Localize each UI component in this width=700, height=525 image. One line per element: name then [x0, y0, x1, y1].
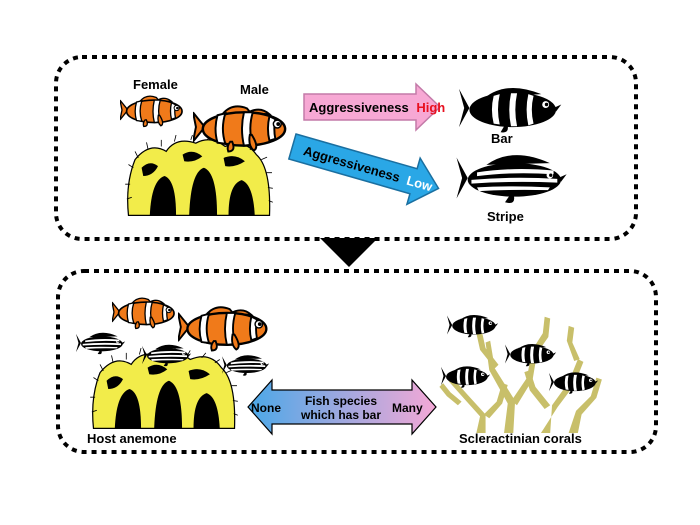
host-anemone-label: Host anemone: [87, 431, 177, 446]
clownfish-icon: [112, 297, 175, 330]
bar-fish-icon: [441, 366, 491, 388]
male-label: Male: [240, 82, 269, 97]
stripe-fish-icon: [222, 355, 270, 376]
down-triangle-icon: [320, 238, 378, 267]
clownfish-icon: [120, 95, 183, 128]
bar-label: Bar: [491, 131, 513, 146]
gradient-right-text: Many: [392, 401, 423, 415]
female-label: Female: [133, 77, 178, 92]
bar-fish-icon: [447, 314, 499, 338]
arrow-high-level: High: [416, 100, 445, 115]
clownfish-icon: [178, 306, 268, 352]
aggressiveness-low-arrow: Aggressiveness Low: [287, 133, 440, 206]
gradient-center-line1: Fish species: [305, 394, 377, 408]
arrow-high-prefix: Aggressiveness: [309, 100, 409, 115]
svg-text:Aggressiveness High: Aggressiveness High: [309, 100, 445, 115]
aggressiveness-high-arrow: Aggressiveness High: [303, 82, 445, 132]
bar-fish-icon: [505, 343, 557, 367]
stripe-fish-icon: [456, 155, 567, 204]
bottom-panel-border: [56, 269, 658, 454]
stripe-label: Stripe: [487, 209, 524, 224]
arrow-low-level: Low: [405, 173, 435, 195]
gradient-center-line2: which has bar: [300, 408, 381, 422]
scleractinian-corals-label: Scleractinian corals: [459, 431, 582, 446]
bar-fish-icon: [549, 372, 599, 394]
gradient-left-text: None: [251, 401, 281, 415]
bar-fish-icon: [459, 87, 562, 133]
stripe-fish-icon: [76, 332, 126, 355]
bar-species-gradient-arrow: None Many Fish species which has bar: [247, 378, 437, 436]
